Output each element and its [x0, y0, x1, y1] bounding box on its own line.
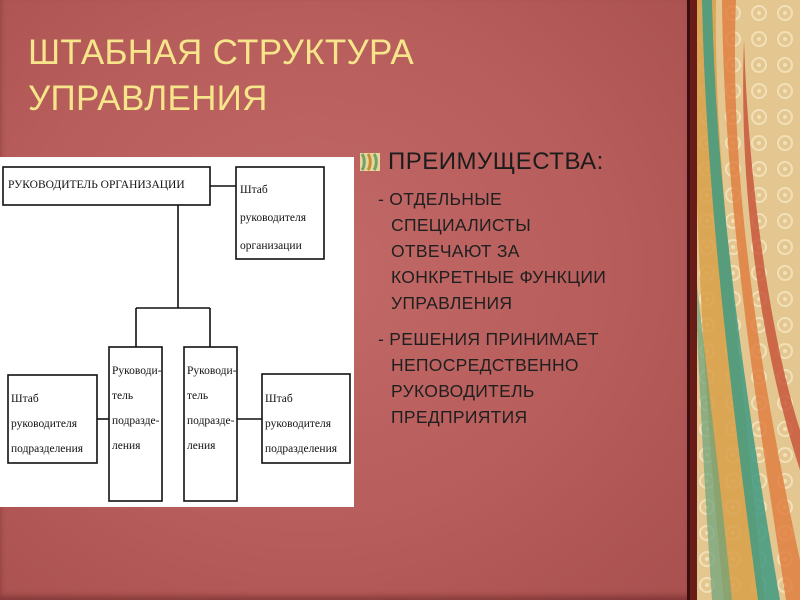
advantages-heading-row: ПРЕИМУЩЕСТВА:: [358, 148, 678, 176]
advantage-1-line-2: СПЕЦИАЛИСТЫ: [391, 215, 532, 235]
slide-title-line-2: УПРАВЛЕНИЯ: [28, 79, 268, 118]
advantage-1-line-4: КОНКРЕТНЫЕ ФУНКЦИИ: [391, 267, 607, 287]
advantage-2-line-3: РУКОВОДИТЕЛЬ: [391, 381, 535, 401]
advantage-1-line-5: УПРАВЛЕНИЯ: [391, 293, 513, 313]
advantages-block: ПРЕИМУЩЕСТВА: - ОТДЕЛЬНЫЕ СПЕЦИАЛИСТЫ ОТ…: [358, 148, 678, 430]
unit-head-left-line-4: ления: [112, 440, 141, 452]
unit-head-right-line-3: подразде-: [187, 415, 235, 427]
advantages-heading: ПРЕИМУЩЕСТВА:: [388, 148, 604, 175]
unit-head-right-line-4: ления: [187, 440, 216, 452]
top-staff-line-3: организации: [240, 240, 302, 252]
unit-head-box-left: [108, 346, 163, 502]
top-manager-label: РУКОВОДИТЕЛЬ ОРГАНИЗАЦИИ: [8, 179, 185, 191]
main-panel: ШТАБНАЯ СТРУКТУРА УПРАВЛЕНИЯ: [0, 0, 694, 600]
advantage-2-line-4: ПРЕДПРИЯТИЯ: [391, 407, 528, 427]
unit-head-left-line-2: тель: [112, 390, 133, 402]
unit-staff-left-line-1: Штаб: [11, 393, 39, 405]
unit-staff-right-line-3: подразделения: [265, 443, 338, 455]
top-staff-box: [235, 166, 325, 260]
advantage-2-line-1: - РЕШЕНИЯ ПРИНИМАЕТ: [378, 329, 599, 349]
unit-staff-right-line-1: Штаб: [265, 393, 293, 405]
unit-head-box-right: [183, 346, 238, 502]
top-staff-line-2: руководителя: [240, 212, 307, 224]
advantage-1-line-1: - ОТДЕЛЬНЫЕ: [378, 189, 503, 209]
unit-staff-right-line-2: руководителя: [265, 418, 332, 430]
unit-head-left-line-3: подразде-: [112, 415, 160, 427]
slide-title-line-1: ШТАБНАЯ СТРУКТУРА: [28, 33, 414, 72]
org-chart: РУКОВОДИТЕЛЬ ОРГАНИЗАЦИИ Штаб руководите…: [0, 157, 354, 507]
advantage-1-line-3: ОТВЕЧАЮТ ЗА: [391, 241, 520, 261]
advantage-item: - РЕШЕНИЯ ПРИНИМАЕТ НЕПОСРЕДСТВЕННО РУКО…: [378, 326, 678, 430]
slide-title: ШТАБНАЯ СТРУКТУРА УПРАВЛЕНИЯ: [28, 30, 488, 122]
org-chart-diagram: РУКОВОДИТЕЛЬ ОРГАНИЗАЦИИ Штаб руководите…: [2, 166, 351, 502]
stripe-bullet-icon: [360, 153, 380, 171]
floral-ribbon-decoration: [694, 0, 800, 600]
advantage-item: - ОТДЕЛЬНЫЕ СПЕЦИАЛИСТЫ ОТВЕЧАЮТ ЗА КОНК…: [378, 186, 678, 316]
unit-head-left-line-1: Руководи-: [112, 365, 162, 377]
decorative-side-panel: [694, 0, 800, 600]
unit-staff-left-line-3: подразделения: [11, 443, 84, 455]
unit-staff-left-line-2: руководителя: [11, 418, 78, 430]
advantage-2-line-2: НЕПОСРЕДСТВЕННО: [391, 355, 579, 375]
unit-head-right-line-2: тель: [187, 390, 208, 402]
top-staff-line-1: Штаб: [240, 184, 268, 196]
unit-head-right-line-1: Руководи-: [187, 365, 237, 377]
